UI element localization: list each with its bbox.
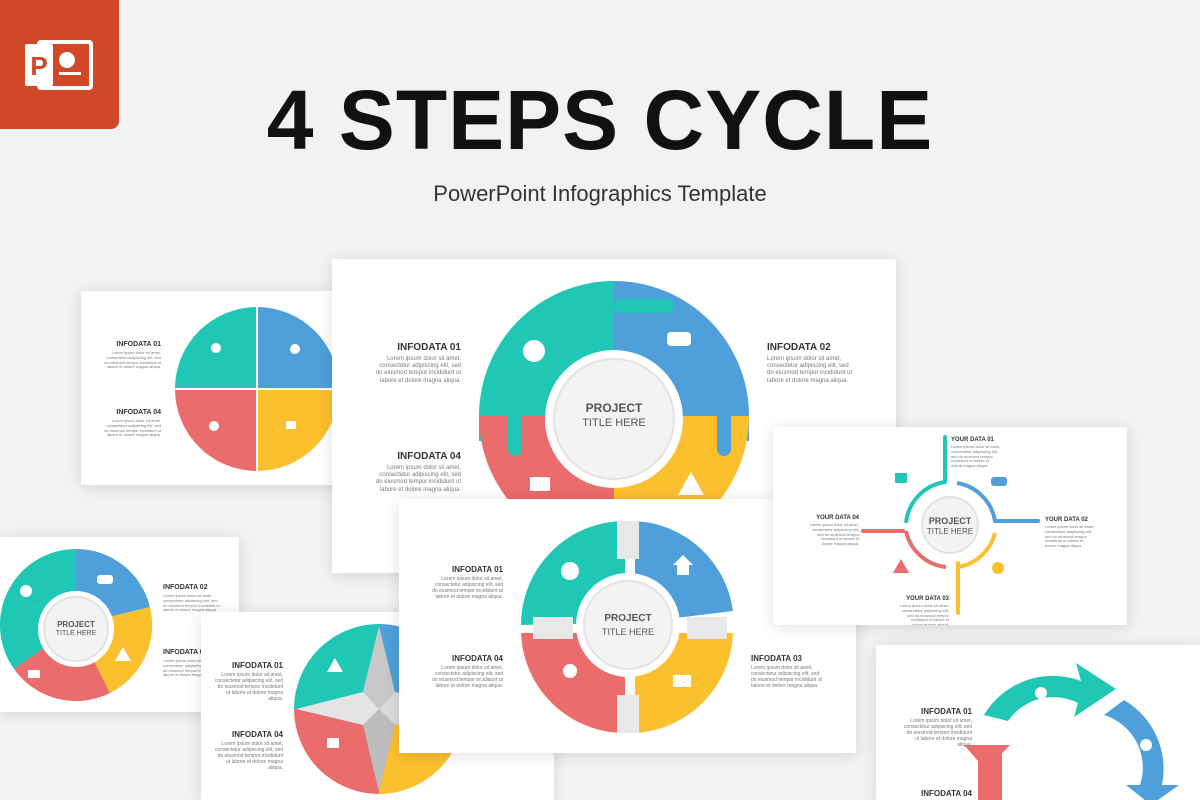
warning-icon [327,658,343,672]
handshake-icon [97,575,113,584]
slide-b-label-04: INFODATA 04 [397,451,461,462]
slide-e-text-03: Lorem ipsum dolor sit amet, consectetur … [751,665,822,689]
slide-f-text-02: Lorem ipsum dolor sit amet, consectetur … [1045,524,1095,549]
pie-chart-icon [211,343,221,353]
powerpoint-icon: P [25,40,93,90]
slide-b-center-subtitle: TITLE HERE [582,417,646,429]
slide-g-label-01: INFODATA 01 [921,707,972,716]
slide-c-text-03: Lorem ipsum dolor sit amet, consectetur … [163,658,220,678]
gear-icon [992,562,1004,574]
slide-c-center-title: PROJECT [57,620,95,629]
slide-thumb-cross: PROJECT TITLE HERE YOUR DATA 01 Lorem ip… [773,427,1127,625]
money-bag-icon [561,562,579,580]
money-bag-icon [290,344,300,354]
slide-f-center-subtitle: TITLE HERE [926,527,974,536]
slide-a-text-01: Lorem ipsum dolor sit amet, consectetur … [104,350,161,370]
slide-f-center-title: PROJECT [928,516,972,526]
slide-b-text-04: Lorem ipsum dolor sit amet, consectetur … [375,465,461,493]
slide-b-label-01: INFODATA 01 [397,342,461,353]
slide-e-text-04: Lorem ipsum dolor sit amet, consectetur … [432,665,503,689]
warning-icon [893,559,909,573]
slide-e-label-04: INFODATA 04 [452,654,503,663]
home-icon [673,555,693,575]
slide-f-text-04: Lorem ipsum dolor sit amet, consectetur … [809,522,859,547]
slide-b-text-02: Lorem ipsum dolor sit amet, consectetur … [767,356,853,384]
slide-thumb-arrows: INFODATA 01 Lorem ipsum dolor sit amet, … [876,645,1200,800]
slide-c-label-03: INFODATA 03 [163,649,208,656]
slide-f-text-01: Lorem ipsum dolor sit amet, consectetur … [951,444,1001,469]
page-title: 4 STEPS CYCLE [266,73,934,167]
slide-d-text-04: Lorem ipsum dolor sit amet, consectetur … [214,741,283,771]
chart-icon [28,670,40,678]
chart-icon [530,477,550,491]
powerpoint-letter: P [30,51,47,81]
slide-d-label-04: INFODATA 04 [232,730,283,739]
slide-thumb-swirl: PROJECT TITLE HERE INFODATA 02 Lorem ips… [0,537,239,712]
page-subtitle: PowerPoint Infographics Template [433,181,767,206]
slide-a-label-04: INFODATA 04 [116,409,161,416]
pie-chart-icon [1035,687,1047,699]
slide-e-center-subtitle: TITLE HERE [601,627,654,637]
warning-icon [115,647,131,661]
slide-f-label-02: YOUR DATA 02 [1045,517,1088,523]
gear-icon [209,421,219,431]
slide-a-text-04: Lorem ipsum dolor sit amet, consectetur … [104,418,161,438]
money-bag-icon [523,340,545,362]
powerpoint-badge: P [0,0,119,129]
slide-f-label-03: YOUR DATA 03 [906,596,949,602]
slide-e-label-03: INFODATA 03 [751,654,802,663]
slide-b-label-02: INFODATA 02 [767,342,831,353]
slide-c-center-subtitle: TITLE HERE [55,630,97,637]
slide-f-label-04: YOUR DATA 04 [816,515,859,521]
slide-d-label-01: INFODATA 01 [232,661,283,670]
slide-c-text-02: Lorem ipsum dolor sit amet, consectetur … [163,593,220,613]
chart-icon [895,473,907,483]
slide-c-label-02: INFODATA 02 [163,584,208,591]
slide-f-label-01: YOUR DATA 01 [951,437,994,443]
slide-b-center-title: PROJECT [585,401,643,415]
user-icon [563,664,577,678]
money-bag-icon [1140,739,1152,751]
slide-f-text-03: Lorem ipsum dolor sit amet, consectetur … [899,603,949,625]
slide-a-label-01: INFODATA 01 [116,341,161,348]
slide-e-text-01: Lorem ipsum dolor sit amet, consectetur … [432,576,503,600]
chart-icon [673,675,691,687]
slide-b-text-01: Lorem ipsum dolor sit amet, consectetur … [375,356,461,384]
slide-g-text-01: Lorem ipsum dolor sit amet, consectetur … [903,718,972,748]
money-bag-icon [20,585,32,597]
handshake-icon [991,477,1007,486]
handshake-icon [667,332,691,346]
chart-icon [327,738,339,748]
slide-d-text-01: Lorem ipsum dolor sit amet, consectetur … [214,672,283,702]
slide-g-label-04: INFODATA 04 [921,789,972,798]
slide-e-center-title: PROJECT [604,613,652,624]
warning-icon [678,472,704,495]
slide-e-label-01: INFODATA 01 [452,565,503,574]
slide-thumb-pie: INFODATA 01 Lorem ipsum dolor sit amet, … [81,291,351,485]
chart-icon [286,421,296,429]
